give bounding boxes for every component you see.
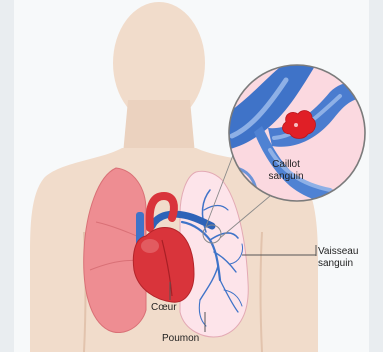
heart-label: Cœur <box>151 302 177 314</box>
heart-highlight <box>141 239 159 253</box>
lung-label: Poumon <box>162 333 199 345</box>
clot-label: Caillot sanguin <box>262 159 310 183</box>
vessel-label: Vaisseau sanguin <box>318 246 378 270</box>
